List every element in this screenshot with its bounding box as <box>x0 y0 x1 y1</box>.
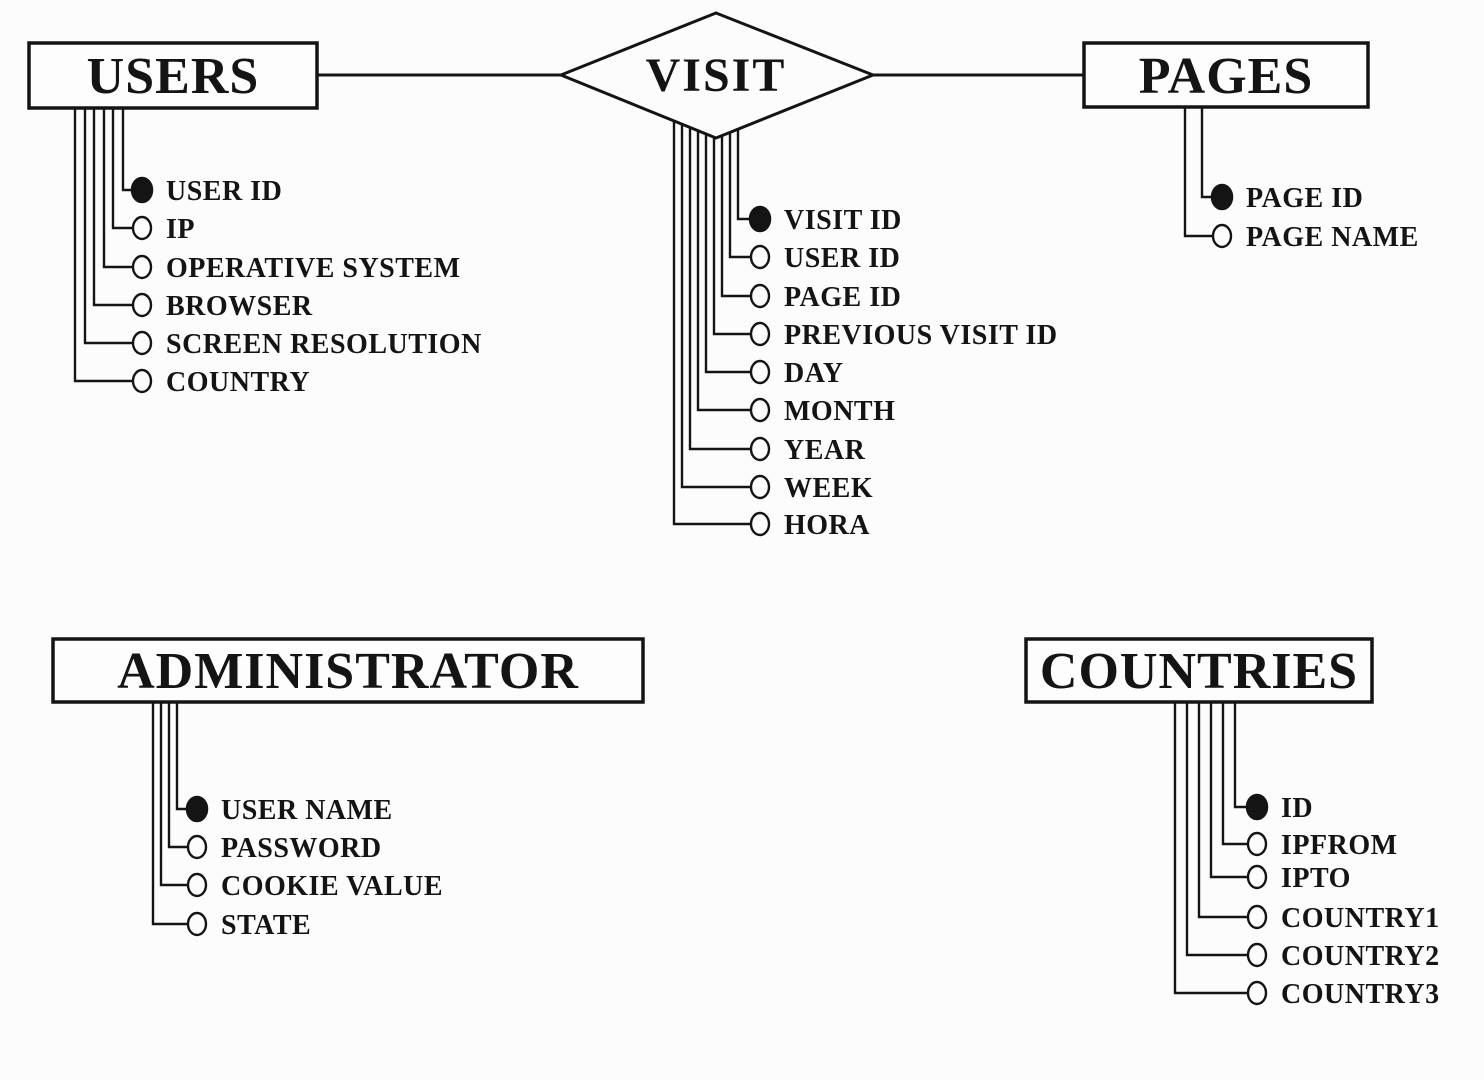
attribute-label: PAGE NAME <box>1246 222 1419 253</box>
attribute-label: OPERATIVE SYSTEM <box>166 253 461 284</box>
attribute-circle-icon <box>1246 904 1268 930</box>
attribute-label: PAGE ID <box>1246 183 1363 214</box>
entity-users-label: USERS <box>87 48 260 105</box>
attribute-connector <box>712 100 751 336</box>
attribute-label: VISIT ID <box>784 205 902 236</box>
attribute-connector <box>175 695 188 811</box>
attribute-circle-icon <box>186 872 208 898</box>
entity-administrator-box <box>51 637 645 704</box>
relationship-visit-label: VISIT <box>646 49 787 102</box>
attribute-connector <box>92 100 133 307</box>
attribute-label: BROWSER <box>166 291 313 322</box>
attribute-circle-icon <box>749 436 771 462</box>
attribute-label: ID <box>1281 793 1313 824</box>
entity-countries: COUNTRIES ID IPFROM IPTO COUNTRY1 COUNTR… <box>1024 637 1440 1010</box>
attribute-connector <box>720 100 751 298</box>
attribute-connector <box>1209 695 1248 879</box>
entity-administrator: ADMINISTRATOR USER NAME PASSWORD COOKIE … <box>51 637 645 941</box>
attribute-circle-icon <box>749 359 771 385</box>
attribute-label: IP <box>166 214 195 245</box>
attribute-label: YEAR <box>784 435 866 466</box>
attribute-connector <box>102 100 133 269</box>
attribute-label: WEEK <box>784 473 873 504</box>
attribute-label: MONTH <box>784 396 895 427</box>
entity-pages-label: PAGES <box>1139 48 1314 105</box>
attribute-label: STATE <box>221 910 311 941</box>
key-attribute-icon <box>1245 793 1269 821</box>
attribute-circle-icon <box>1246 980 1268 1006</box>
attribute-circle-icon <box>1246 864 1268 890</box>
attribute-circle-icon <box>749 511 771 537</box>
attribute-connector <box>704 100 751 374</box>
attribute-label: SCREEN RESOLUTION <box>166 329 482 360</box>
attribute-connector <box>688 100 751 451</box>
attribute-label: COUNTRY <box>166 367 310 398</box>
attribute-label: COUNTRY1 <box>1281 903 1440 934</box>
attribute-connector <box>1200 98 1213 199</box>
entity-pages: PAGES PAGE ID PAGE NAME <box>1082 41 1419 253</box>
attribute-label: PREVIOUS VISIT ID <box>784 320 1058 351</box>
attribute-connector <box>73 100 133 383</box>
attribute-circle-icon <box>749 244 771 270</box>
entity-users: USERS USER ID IP OPERATIVE SYSTEM BROWSE… <box>27 41 482 398</box>
attribute-label: PASSWORD <box>221 833 382 864</box>
attribute-connector <box>736 100 751 221</box>
attribute-label: PAGE ID <box>784 282 901 313</box>
attribute-label: COUNTRY2 <box>1281 941 1440 972</box>
attribute-label: DAY <box>784 358 844 389</box>
relationship-visit: VISIT VISIT ID USER ID PAGE ID PREVIOUS … <box>556 11 1058 541</box>
attribute-connector <box>672 100 751 526</box>
attribute-circle-icon <box>131 368 153 394</box>
attribute-circle-icon <box>1211 223 1233 249</box>
attribute-label: USER NAME <box>221 795 393 826</box>
attribute-connector <box>159 695 188 887</box>
attribute-circle-icon <box>749 321 771 347</box>
attribute-connector <box>1185 695 1248 957</box>
attribute-circle-icon <box>186 834 208 860</box>
entity-countries-box <box>1024 637 1374 704</box>
entity-countries-label: COUNTRIES <box>1040 643 1358 700</box>
attribute-connector <box>1233 695 1248 809</box>
attribute-circle-icon <box>186 911 208 937</box>
attribute-circle-icon <box>749 397 771 423</box>
attribute-connector <box>680 100 751 489</box>
attribute-connector <box>1221 695 1248 846</box>
attribute-label: COOKIE VALUE <box>221 871 443 902</box>
attribute-circle-icon <box>131 292 153 318</box>
entity-pages-box <box>1082 41 1370 109</box>
attribute-circle-icon <box>1246 831 1268 857</box>
attribute-label: HORA <box>784 510 870 541</box>
attribute-connector <box>111 100 133 230</box>
attribute-label: USER ID <box>784 243 900 274</box>
attribute-label: USER ID <box>166 176 282 207</box>
attribute-connector <box>1173 695 1248 995</box>
attribute-connector <box>696 100 751 412</box>
attribute-connector <box>121 100 133 192</box>
key-attribute-icon <box>748 205 772 233</box>
relationship-visit-diamond <box>556 11 878 140</box>
attribute-circle-icon <box>749 474 771 500</box>
entity-administrator-label: ADMINISTRATOR <box>117 643 579 700</box>
attribute-connector <box>1183 98 1213 238</box>
attribute-label: COUNTRY3 <box>1281 979 1440 1010</box>
attribute-circle-icon <box>749 283 771 309</box>
key-attribute-icon <box>130 176 154 204</box>
entity-users-box <box>27 41 319 110</box>
attribute-connector <box>1197 695 1248 919</box>
attribute-circle-icon <box>1246 942 1268 968</box>
attribute-circle-icon <box>131 254 153 280</box>
key-attribute-icon <box>185 795 209 823</box>
attribute-connector <box>728 100 751 259</box>
attribute-label: IPTO <box>1281 863 1351 894</box>
key-attribute-icon <box>1210 183 1234 211</box>
attribute-label: IPFROM <box>1281 830 1398 861</box>
attribute-connector <box>151 695 188 926</box>
attribute-circle-icon <box>131 330 153 356</box>
attribute-connector <box>83 100 133 345</box>
attribute-connector <box>167 695 188 849</box>
attribute-circle-icon <box>131 215 153 241</box>
